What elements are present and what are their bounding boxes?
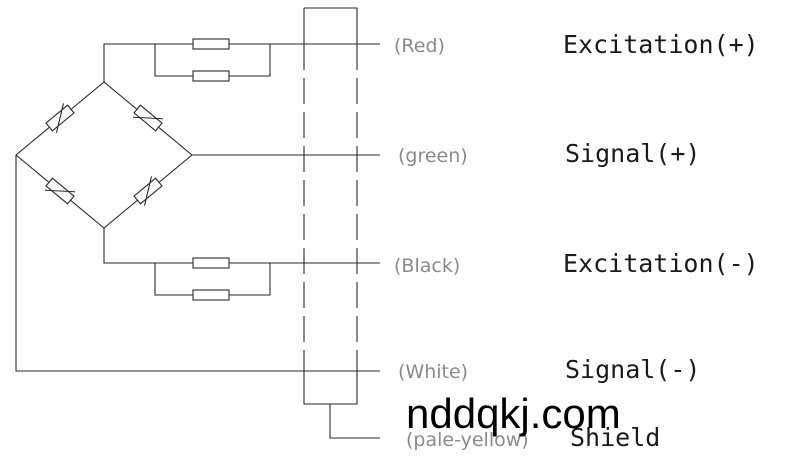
compensation-resistor — [192, 70, 230, 82]
strain-gauge-bottom-left — [44, 177, 76, 205]
strain-gauge-top-right — [132, 104, 164, 132]
wheatstone-bridge — [15, 81, 193, 229]
wire-color-label-red: (Red) — [394, 35, 445, 57]
strain-gauge-bottom-right — [133, 176, 163, 206]
watermark-text: nddqkj.com — [406, 390, 621, 437]
compensation-resistor — [192, 257, 230, 269]
function-label-shield: Shield — [570, 423, 660, 452]
cable-bundle — [303, 7, 358, 405]
excitation-positive-branch — [103, 38, 380, 82]
signal-negative-wire — [15, 155, 380, 372]
shield-wire — [329, 404, 380, 439]
function-label-signal-positive: Signal(+) — [565, 139, 700, 168]
strain-gauge-top-left — [45, 103, 75, 133]
wire-color-label-pale-yellow: (pale-yellow) — [406, 429, 529, 451]
wire-color-label-green: (green) — [398, 145, 468, 167]
function-label-signal-negative: Signal(-) — [565, 355, 700, 384]
compensation-resistor — [192, 38, 230, 50]
function-label-excitation-negative: Excitation(-) — [563, 249, 759, 278]
function-label-excitation-positive: Excitation(+) — [563, 30, 759, 59]
excitation-negative-branch — [103, 228, 380, 301]
wire-color-label-black: (Black) — [394, 255, 460, 277]
compensation-resistor — [192, 289, 230, 301]
wire-color-label-white: (White) — [398, 361, 468, 383]
